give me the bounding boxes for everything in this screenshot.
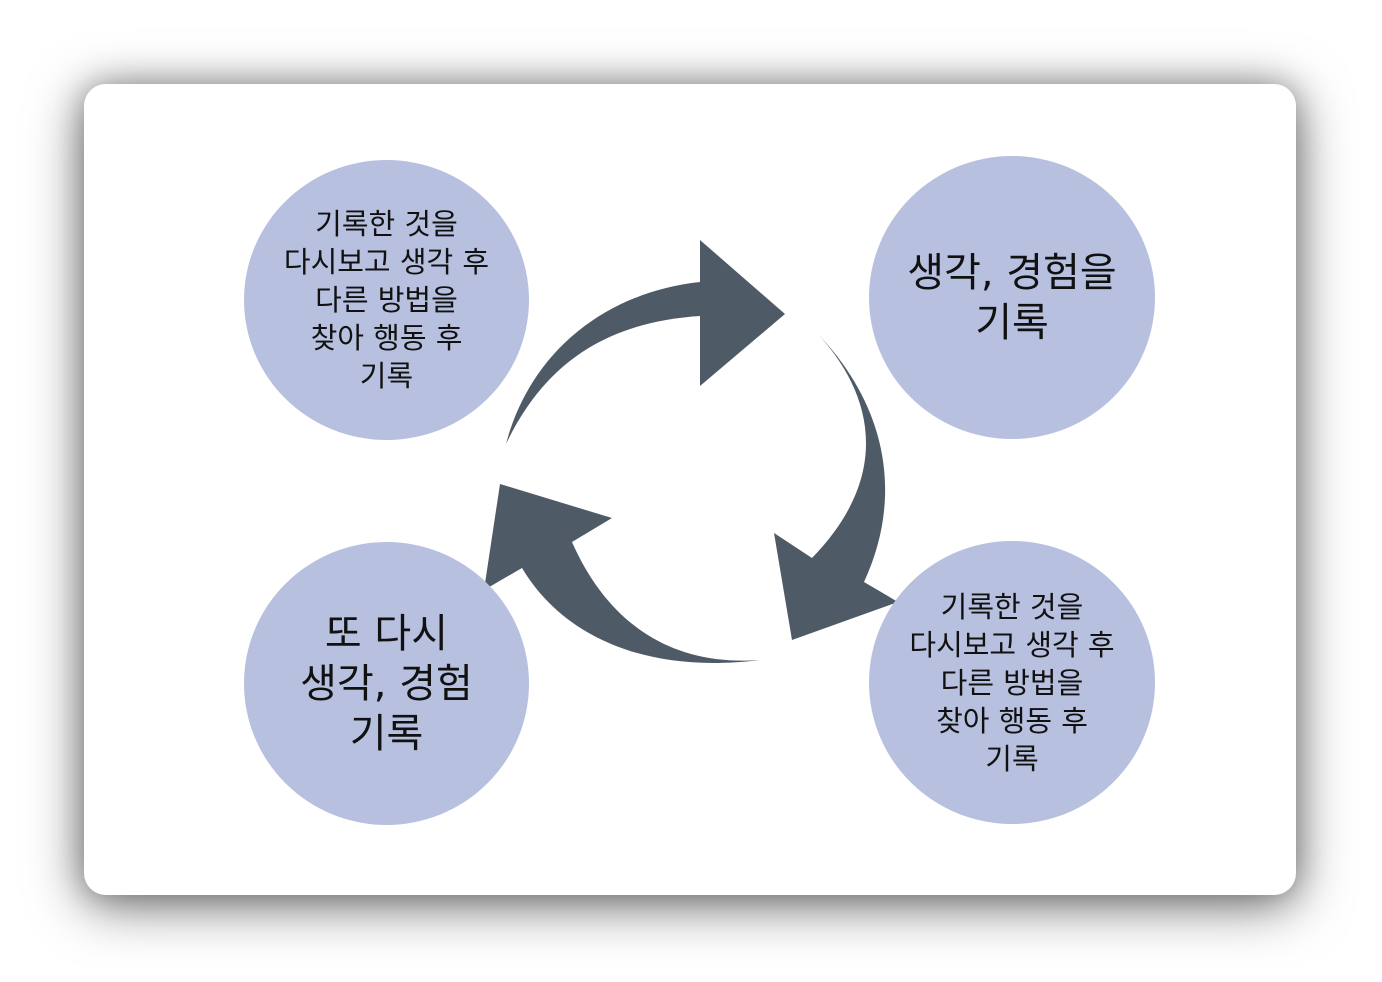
circle-bottom-right-text: 기록한 것을 다시보고 생각 후 다른 방법을 찾아 행동 후 기록: [909, 589, 1115, 776]
circle-bottom-right: 기록한 것을 다시보고 생각 후 다른 방법을 찾아 행동 후 기록: [869, 541, 1155, 824]
circle-top-left: 기록한 것을 다시보고 생각 후 다른 방법을 찾아 행동 후 기록: [244, 160, 529, 440]
circle-bottom-left: 또 다시 생각, 경험 기록: [244, 542, 529, 825]
cycle-arrow-right: [774, 334, 898, 640]
cycle-arrow-top: [506, 240, 785, 444]
circle-bottom-left-text: 또 다시 생각, 경험 기록: [300, 610, 473, 757]
circle-top-right: 생각, 경험을 기록: [869, 156, 1155, 439]
circle-top-right-text: 생각, 경험을 기록: [907, 249, 1117, 346]
circle-top-left-text: 기록한 것을 다시보고 생각 후 다른 방법을 찾아 행동 후 기록: [283, 207, 490, 393]
cycle-arrow-bottom: [484, 484, 760, 663]
